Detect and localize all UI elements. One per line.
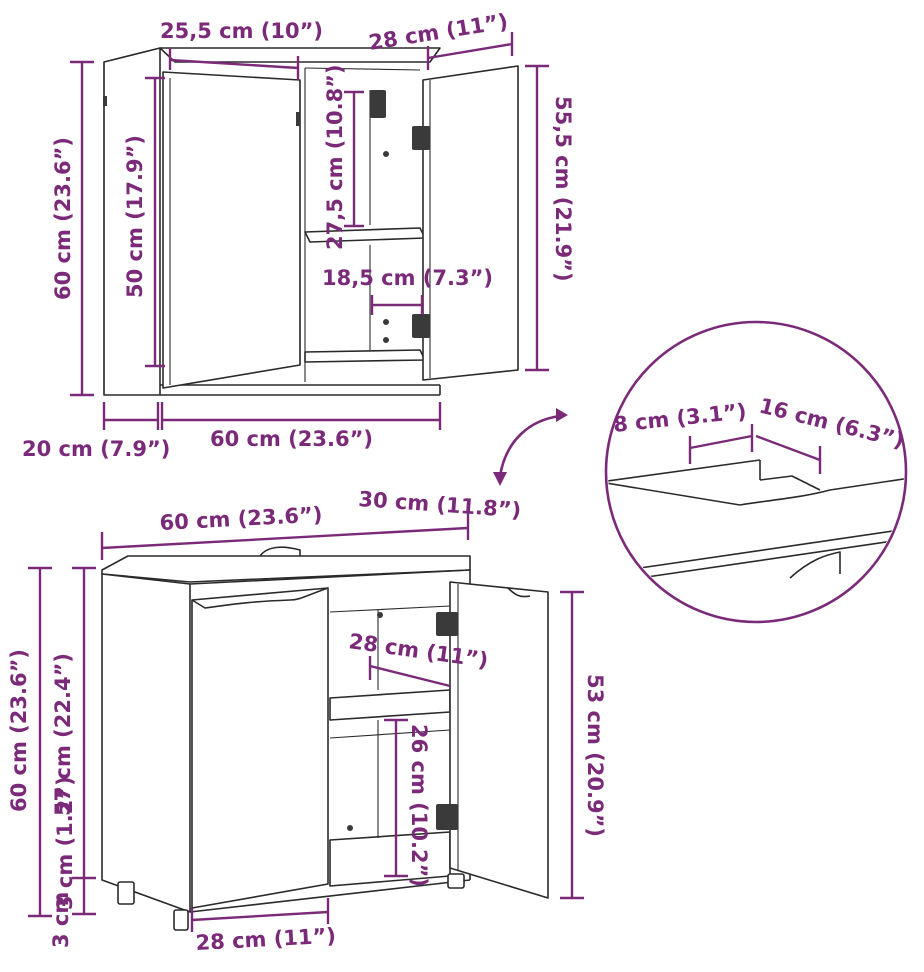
top-door-height-label: 50 cm (17.9”)	[123, 135, 147, 298]
bottom-body-height-label: 57 cm (22.4”)	[51, 653, 75, 816]
bottom-lower-compartment-label: 26 cm (10.2”)	[407, 724, 431, 887]
top-width-label: 60 cm (23.6”)	[210, 427, 373, 451]
top-door-width-label: 25,5 cm (10”)	[160, 19, 323, 43]
detail-zoom-circle: 8 cm (3.1”) 16 cm (6.3”)	[604, 320, 908, 624]
bottom-feet-height-label: 3 cm (1.2”)	[53, 776, 77, 910]
top-shelf-depth-label: 18,5 cm (7.3”)	[322, 266, 493, 290]
top-upper-compartment-label: 27,5 cm (10.8”)	[323, 64, 347, 250]
bottom-feet-height-short-label: 3 cm	[49, 892, 73, 948]
bottom-width-label: 60 cm (23.6”)	[159, 502, 323, 534]
top-total-height-label: 60 cm (23.6”)	[51, 137, 75, 300]
top-dimension-lines	[70, 32, 549, 430]
bottom-door-height-label: 53 cm (20.9”)	[583, 674, 607, 837]
bottom-total-height-label: 60 cm (23.6”)	[7, 649, 31, 812]
top-dimension-labels: 25,5 cm (10”) 28 cm (11”) 60 cm (23.6”) …	[22, 9, 575, 461]
top-depth-label: 20 cm (7.9”)	[22, 437, 170, 461]
bottom-door-width-label: 28 cm (11”)	[195, 924, 336, 955]
bottom-dimension-lines	[28, 512, 584, 932]
top-cabinet-drawing	[103, 47, 519, 396]
bottom-cabinet-drawing	[101, 546, 549, 931]
top-right-height-label: 55,5 cm (21.9”)	[551, 96, 575, 282]
curved-arrow-icon	[493, 408, 568, 486]
bottom-depth-label: 30 cm (11.8”)	[358, 487, 522, 522]
bottom-dimension-labels: 60 cm (23.6”) 30 cm (11.8”) 60 cm (23.6”…	[7, 487, 607, 955]
